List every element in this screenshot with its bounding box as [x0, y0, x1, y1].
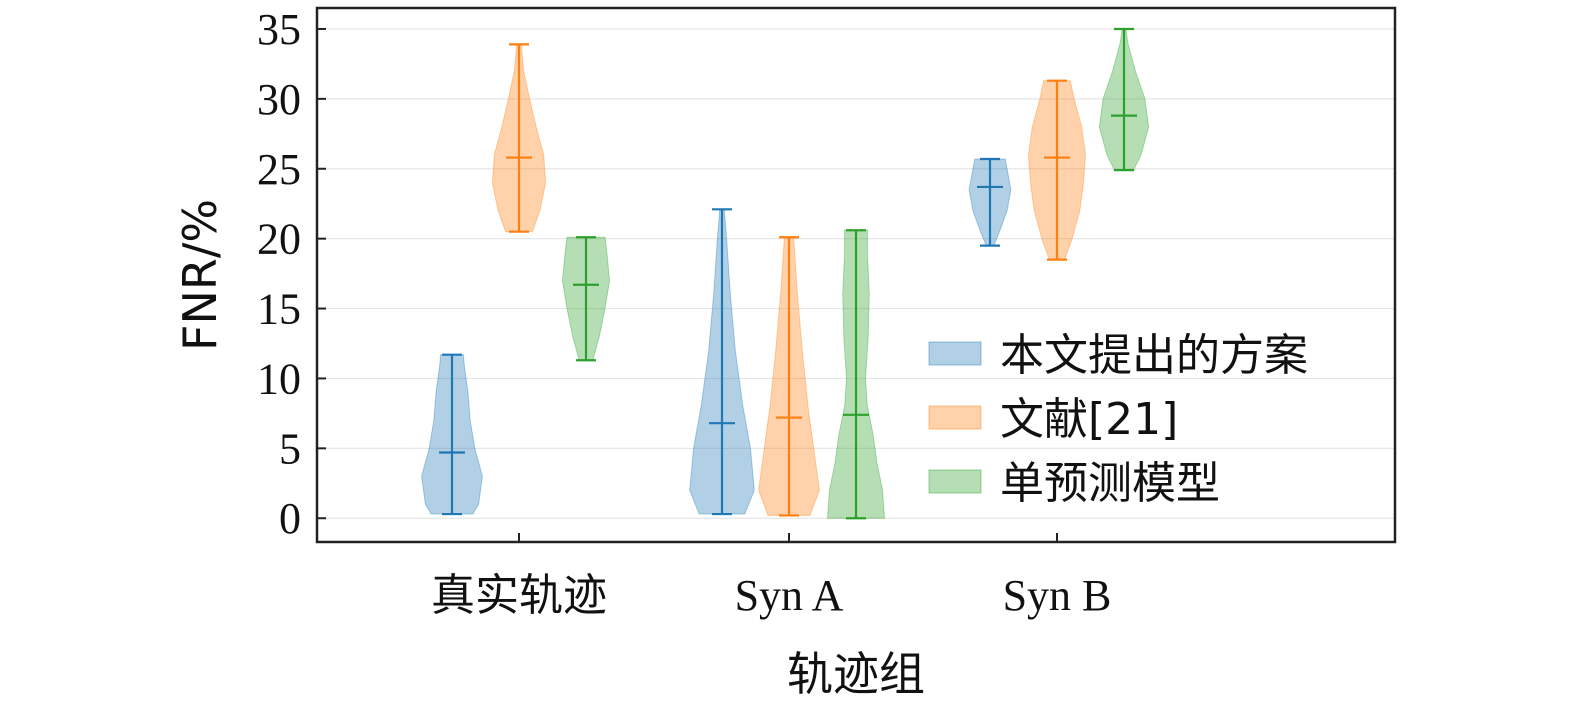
- legend-swatch: [928, 469, 982, 494]
- y-tick-label: 10: [257, 354, 301, 403]
- x-axis-title: 轨迹组: [787, 647, 925, 701]
- x-tick-label: 真实轨迹: [431, 571, 607, 620]
- legend-swatch: [928, 341, 982, 366]
- y-tick-label: 35: [257, 5, 301, 54]
- y-tick-label: 20: [257, 215, 301, 264]
- y-tick-label: 0: [279, 494, 301, 543]
- legend-label: 文献[21]: [1000, 394, 1178, 445]
- x-tick-label: Syn A: [735, 571, 844, 620]
- y-tick-label: 30: [257, 75, 301, 124]
- y-axis-title: FNR/%: [173, 199, 227, 351]
- y-tick-label: 5: [279, 424, 301, 473]
- y-axis: 0 5 10 15 20 25 30 35: [257, 5, 326, 543]
- x-axis: 真实轨迹 Syn A Syn B: [431, 533, 1111, 620]
- violins: [421, 27, 1150, 520]
- y-tick-label: 25: [257, 145, 301, 194]
- legend-swatch: [928, 405, 982, 430]
- y-tick-label: 15: [257, 285, 301, 334]
- plot-frame: [315, 6, 1397, 544]
- legend-label: 单预测模型: [1000, 458, 1220, 509]
- x-tick-label: Syn B: [1003, 571, 1112, 620]
- legend-label: 本文提出的方案: [1000, 330, 1308, 381]
